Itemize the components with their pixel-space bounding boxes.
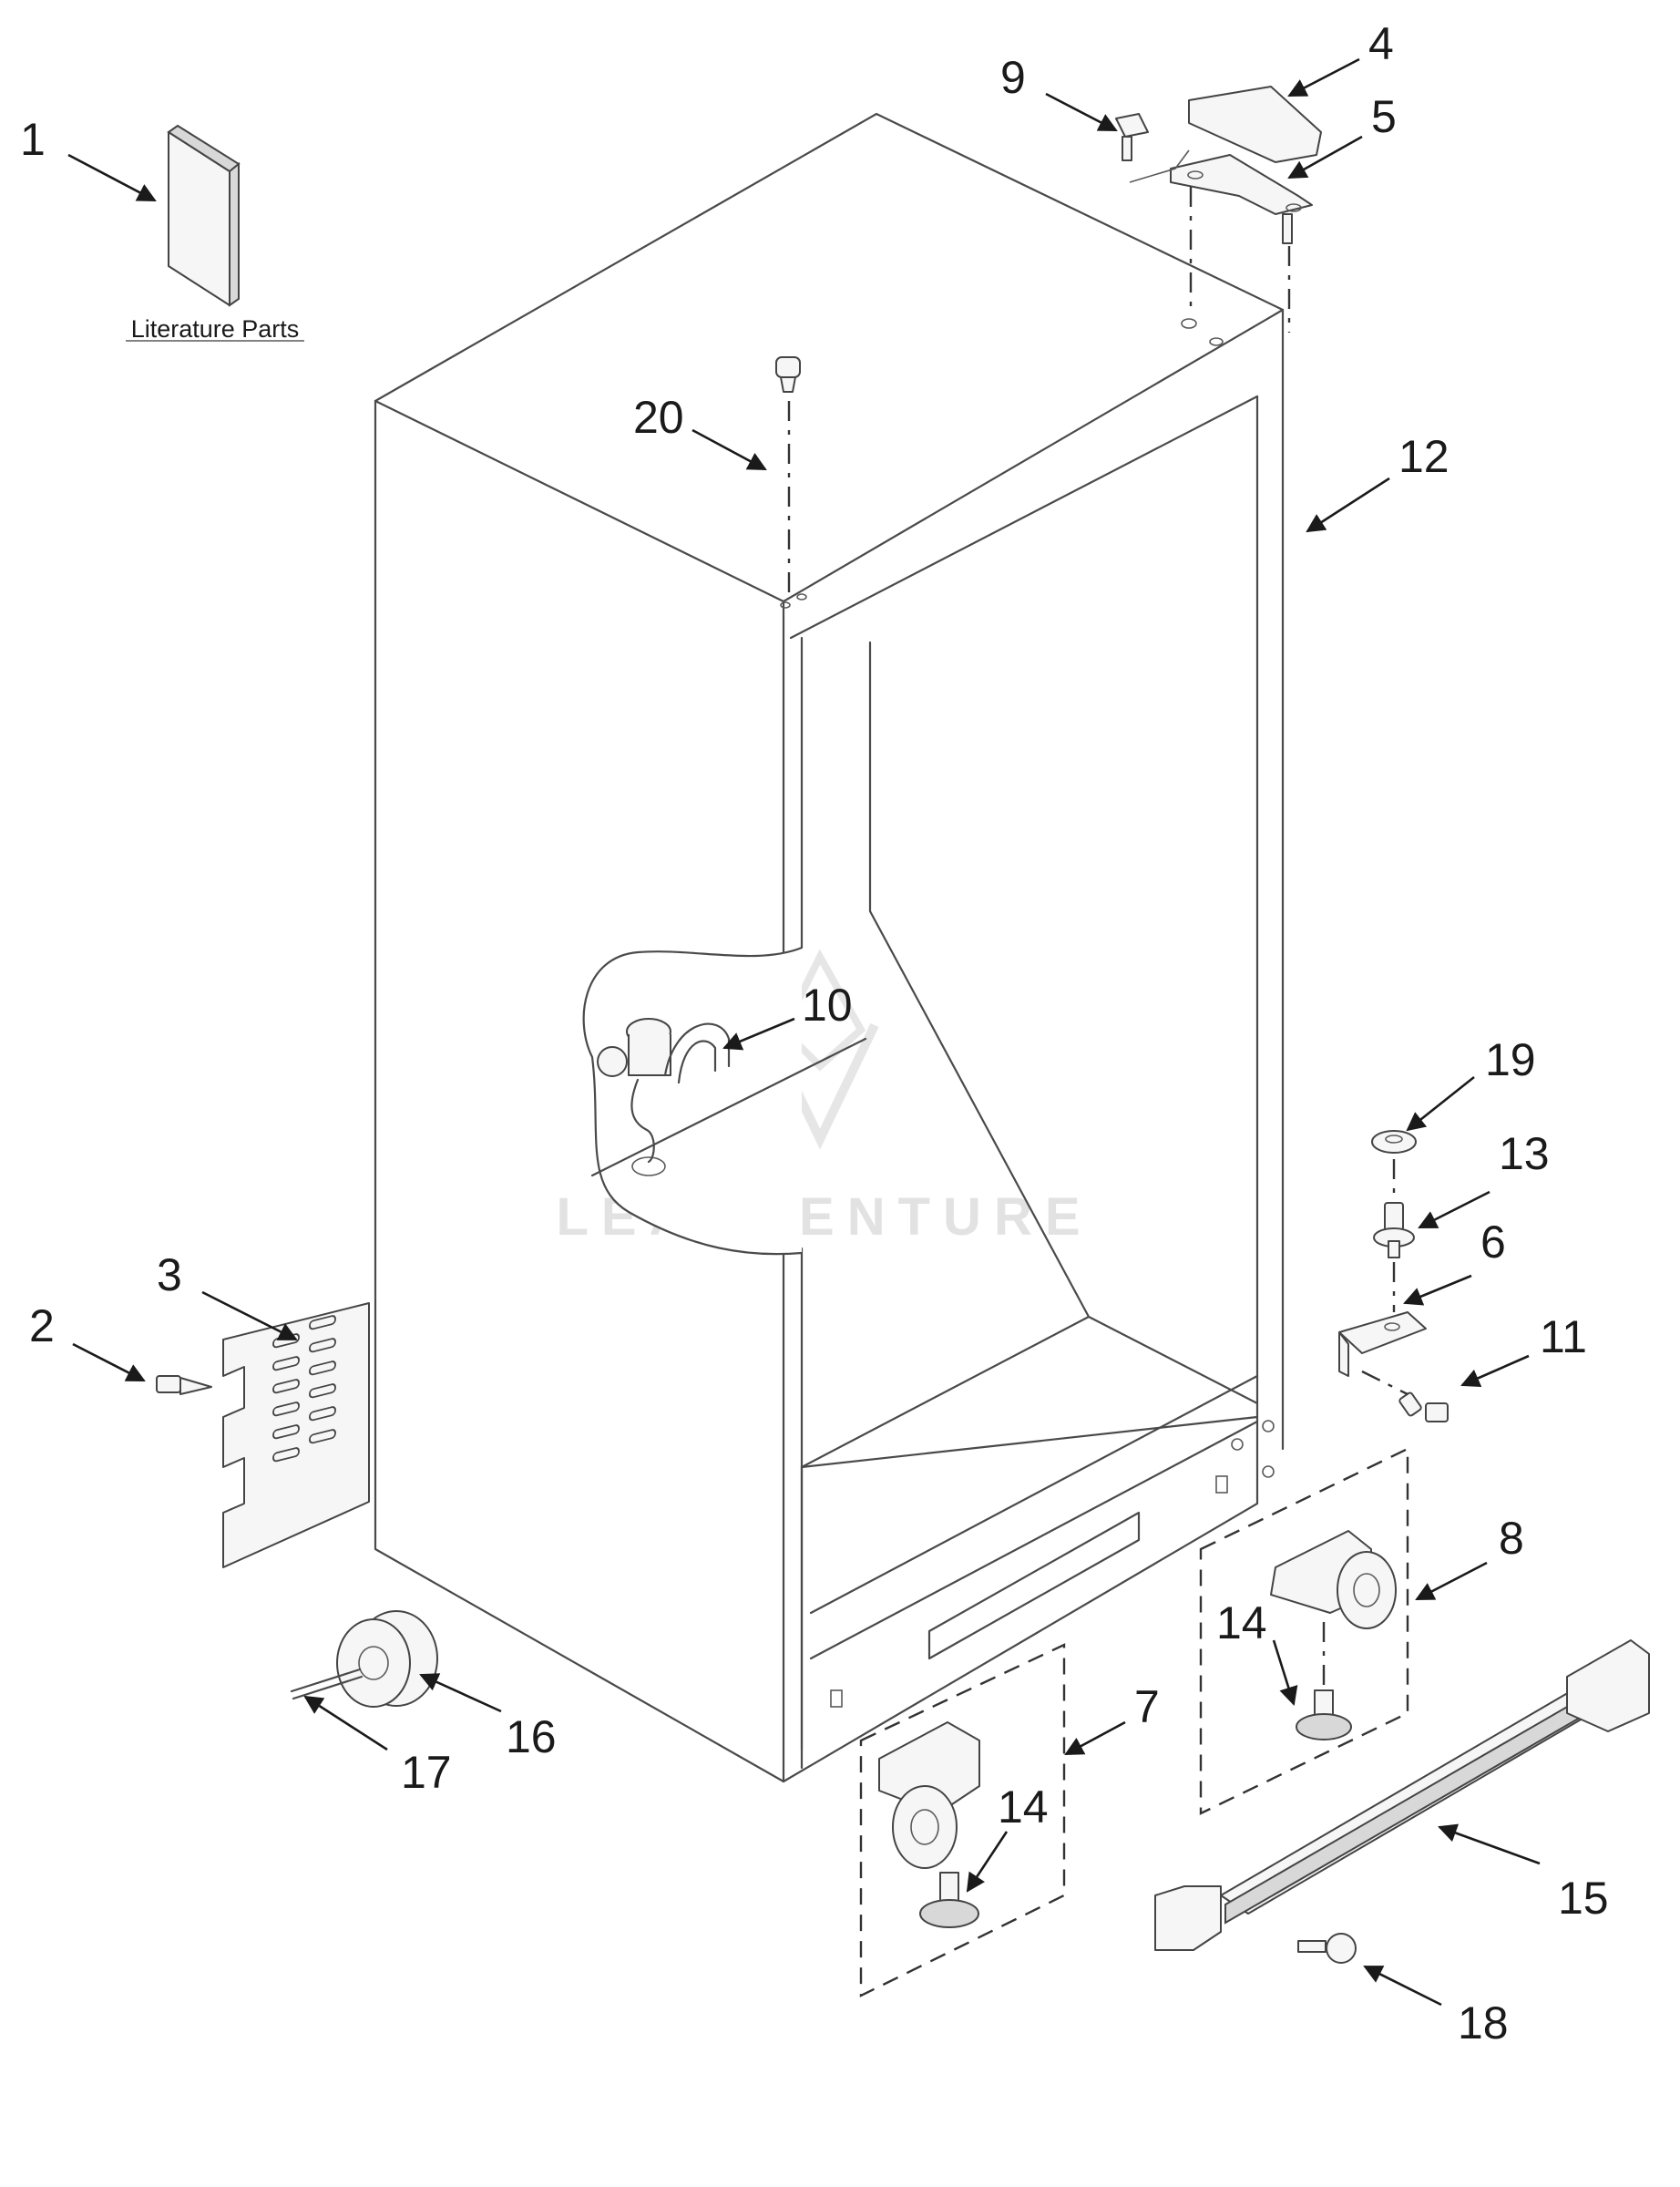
callout-12: 12 bbox=[1398, 431, 1450, 482]
drain-tube-part[interactable] bbox=[597, 1018, 731, 1164]
callout-2: 2 bbox=[29, 1300, 55, 1351]
hinge-screw-part-11[interactable] bbox=[1398, 1391, 1449, 1422]
refrigerator-cabinet[interactable] bbox=[374, 112, 1285, 1783]
callout-5: 5 bbox=[1371, 91, 1397, 142]
left-caster-assembly[interactable] bbox=[859, 1643, 1066, 1997]
callout-1: 1 bbox=[20, 114, 46, 165]
literature-parts-label: Literature Parts bbox=[131, 315, 300, 343]
grille-screw-part[interactable] bbox=[1297, 1933, 1357, 1964]
right-caster-assembly[interactable] bbox=[1199, 1447, 1409, 1815]
callout-8: 8 bbox=[1499, 1513, 1524, 1564]
callout-4: 4 bbox=[1368, 18, 1394, 69]
callout-9: 9 bbox=[1000, 52, 1026, 103]
screw-part-2[interactable] bbox=[156, 1375, 212, 1395]
callout-20: 20 bbox=[633, 392, 684, 443]
bottom-hinge-part[interactable] bbox=[1338, 1311, 1427, 1377]
hinge-screw-part[interactable] bbox=[1115, 113, 1149, 161]
callout-6: 6 bbox=[1480, 1217, 1506, 1268]
plug-part[interactable] bbox=[775, 356, 801, 393]
callout-numbers: 1 2 3 4 5 6 7 8 9 10 11 12 13 14 14 15 1… bbox=[20, 18, 1609, 2048]
callout-leaders bbox=[67, 57, 1541, 2007]
callout-14a: 14 bbox=[1216, 1597, 1267, 1648]
callout-17: 17 bbox=[401, 1747, 452, 1798]
hinge-pin-part[interactable] bbox=[1373, 1202, 1415, 1258]
literature-booklet-part[interactable]: Literature Parts bbox=[126, 124, 304, 343]
callout-14b: 14 bbox=[998, 1781, 1049, 1833]
callout-3: 3 bbox=[157, 1249, 182, 1300]
callout-15: 15 bbox=[1558, 1873, 1609, 1924]
callout-19: 19 bbox=[1485, 1034, 1536, 1085]
rear-roller-part[interactable] bbox=[336, 1610, 438, 1708]
washer-part[interactable] bbox=[1371, 1130, 1417, 1154]
callout-7: 7 bbox=[1134, 1681, 1160, 1732]
top-hinge-part[interactable] bbox=[1170, 154, 1313, 244]
callout-13: 13 bbox=[1499, 1128, 1550, 1179]
toe-grille-part[interactable] bbox=[1154, 1639, 1650, 1951]
callout-18: 18 bbox=[1458, 1997, 1509, 2048]
rear-access-cover-part[interactable] bbox=[222, 1302, 370, 1568]
axle-pin-part[interactable] bbox=[290, 1668, 364, 1700]
callout-10: 10 bbox=[802, 980, 853, 1031]
callout-16: 16 bbox=[506, 1711, 557, 1762]
hinge-cover-part[interactable] bbox=[1188, 86, 1322, 163]
callout-11: 11 bbox=[1540, 1311, 1587, 1362]
